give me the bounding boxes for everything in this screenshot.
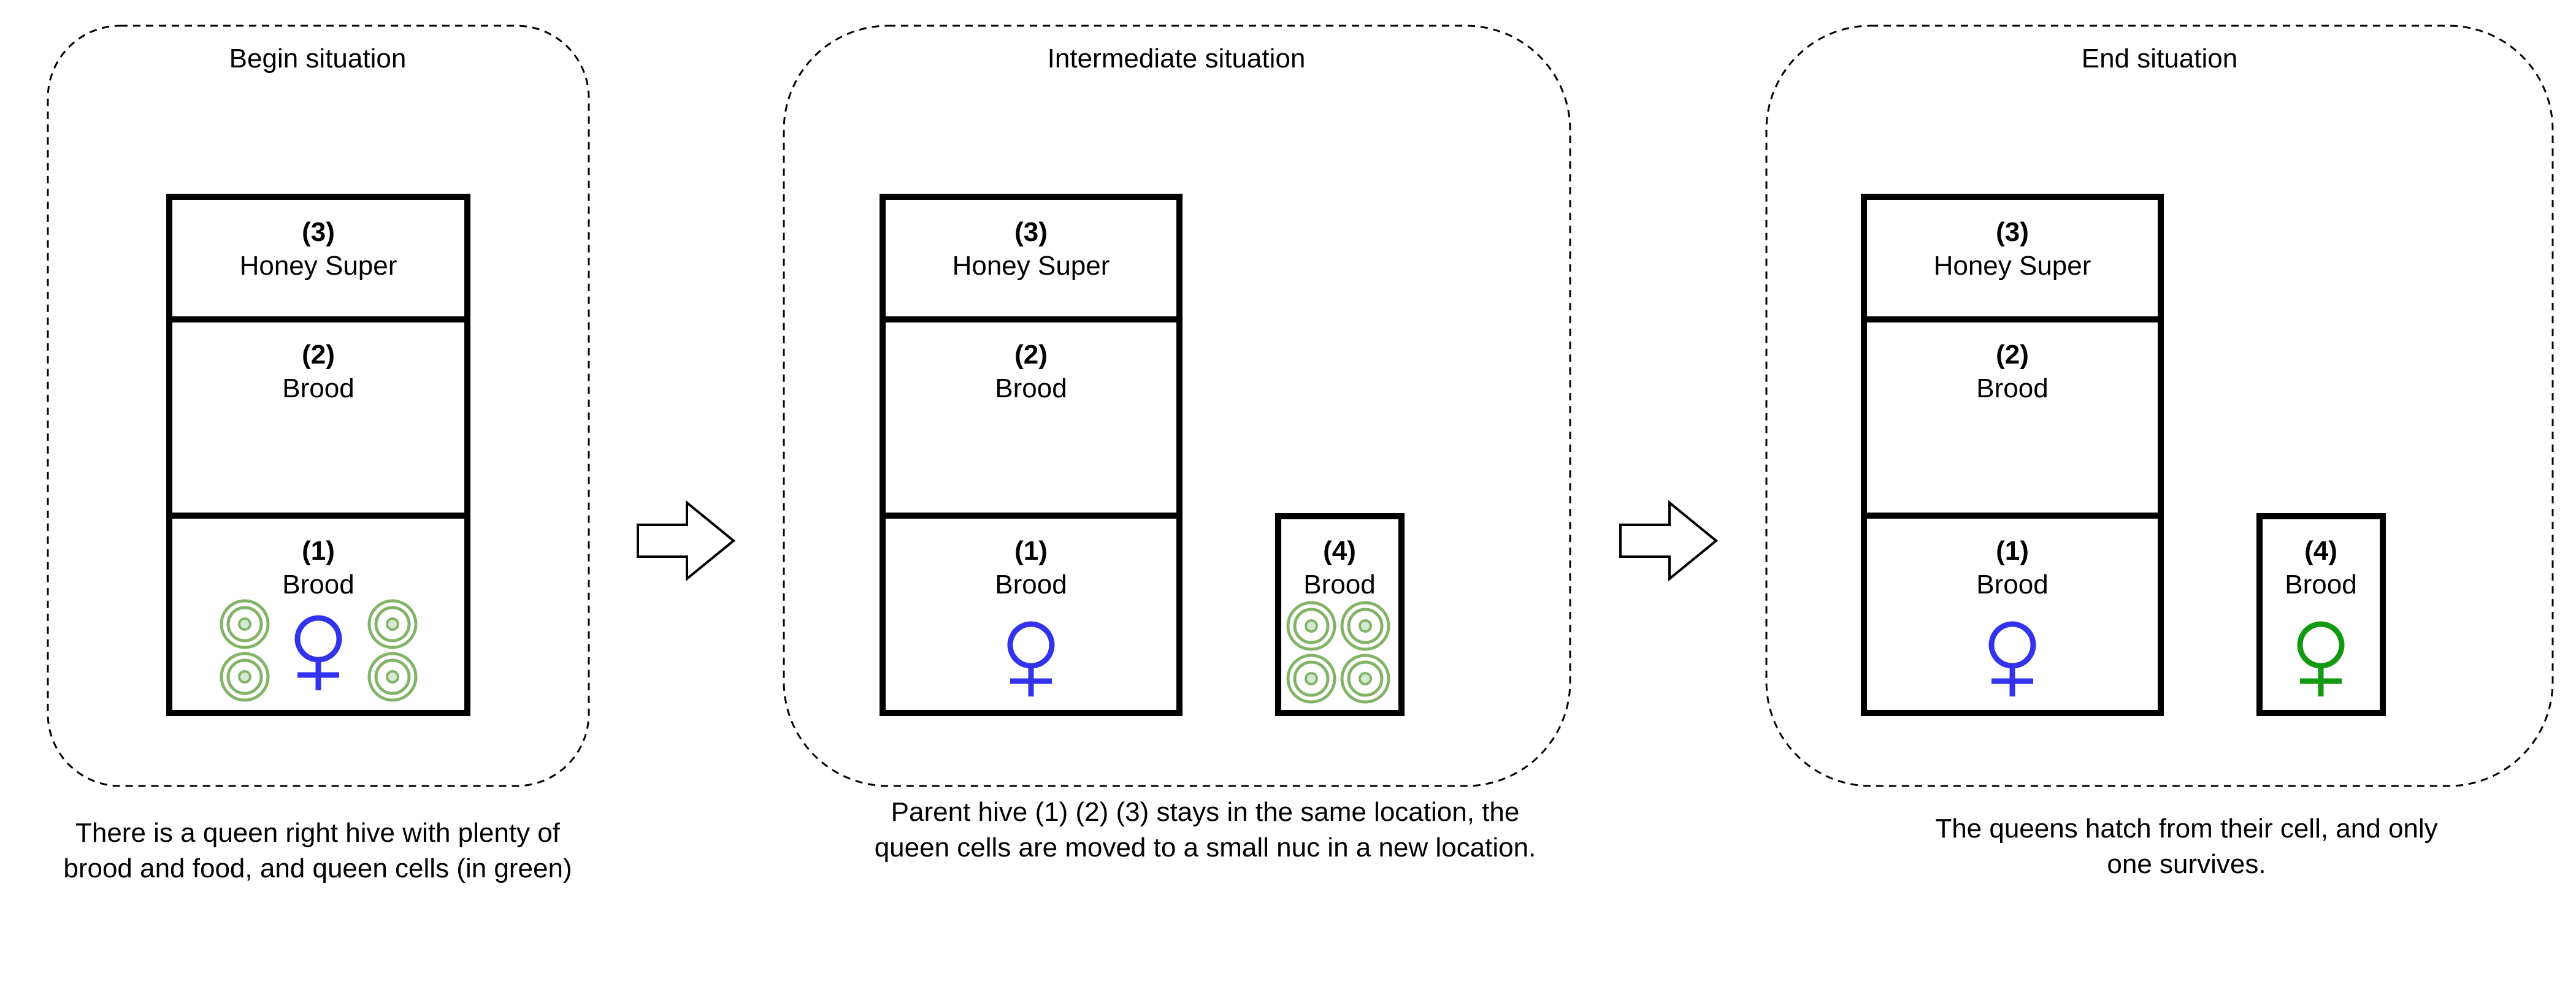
panel-begin: Begin situation (3) Honey Super (2) Broo…: [47, 25, 590, 787]
right-arrow-icon: [637, 500, 736, 582]
hive-box-3: [166, 194, 470, 322]
box-number: (1): [302, 536, 335, 566]
female-symbol-icon: [2297, 621, 2345, 696]
queen-cell-icon: [221, 654, 268, 700]
box-number: (3): [302, 217, 335, 247]
panel-end: End situation (3) Honey Super (2) Brood …: [1765, 25, 2554, 787]
parent-hive: (3) Honey Super (2) Brood (1) Brood: [1861, 194, 2164, 716]
female-symbol-icon: [1007, 621, 1055, 696]
panel-title: End situation: [2082, 44, 2237, 74]
box-label: Honey Super: [953, 251, 1110, 281]
panel-frame: [47, 25, 590, 787]
panel-caption-end: The queens hatch from their cell, and on…: [1935, 814, 2438, 879]
hive-box-3: [880, 194, 1183, 322]
panel-frame: [783, 25, 1571, 787]
queen-cell-icon: [369, 654, 416, 700]
box-number: (4): [1323, 536, 1356, 566]
queen-cell-icon: [1342, 655, 1389, 702]
queen-cell-icon: [221, 601, 268, 647]
box-label: Brood: [995, 373, 1067, 403]
panel-caption-intermediate: Parent hive (1) (2) (3) stays in the sam…: [874, 797, 1536, 863]
box-label: Honey Super: [240, 251, 397, 281]
parent-hive: (3) Honey Super (2) Brood (1) Brood: [880, 194, 1183, 716]
box-label: Brood: [1976, 570, 2048, 600]
box-label: Brood: [1976, 373, 2048, 403]
box-number: (2): [1014, 340, 1048, 370]
box-number: (3): [1014, 217, 1048, 247]
queen-cell-icon: [1342, 603, 1389, 649]
box-label: Honey Super: [1934, 251, 2091, 281]
hive-box-2: [880, 316, 1183, 519]
right-arrow-icon: [1619, 500, 1719, 582]
box-label: Brood: [282, 373, 354, 403]
panel-caption-begin: There is a queen right hive with plenty …: [63, 818, 572, 883]
box-number: (2): [302, 340, 335, 370]
box-label: Brood: [282, 570, 354, 600]
panel-title: Intermediate situation: [1048, 44, 1306, 74]
queen-cell-icon: [1288, 655, 1335, 702]
panel-frame: [1765, 25, 2554, 787]
panel-title: Begin situation: [229, 44, 407, 74]
box-number: (1): [1014, 536, 1048, 566]
parent-hive: (3) Honey Super (2) Brood (1) Brood: [166, 194, 470, 716]
box-number: (1): [1996, 536, 2029, 566]
box-number: (2): [1996, 340, 2029, 370]
queen-cell-icon: [369, 601, 416, 647]
box-label: Brood: [995, 570, 1067, 600]
box-label: Brood: [1303, 570, 1375, 600]
hive-box-2: [1861, 316, 2164, 519]
panel-intermediate: Intermediate situation (3) Honey Super (…: [783, 25, 1571, 787]
box-label: Brood: [2285, 570, 2356, 600]
hive-box-3: [1861, 194, 2164, 322]
box-number: (3): [1996, 217, 2029, 247]
queen-cell-icon: [1288, 603, 1335, 649]
female-symbol-icon: [1988, 621, 2036, 696]
box-number: (4): [2304, 536, 2337, 566]
female-symbol-icon: [294, 615, 342, 690]
